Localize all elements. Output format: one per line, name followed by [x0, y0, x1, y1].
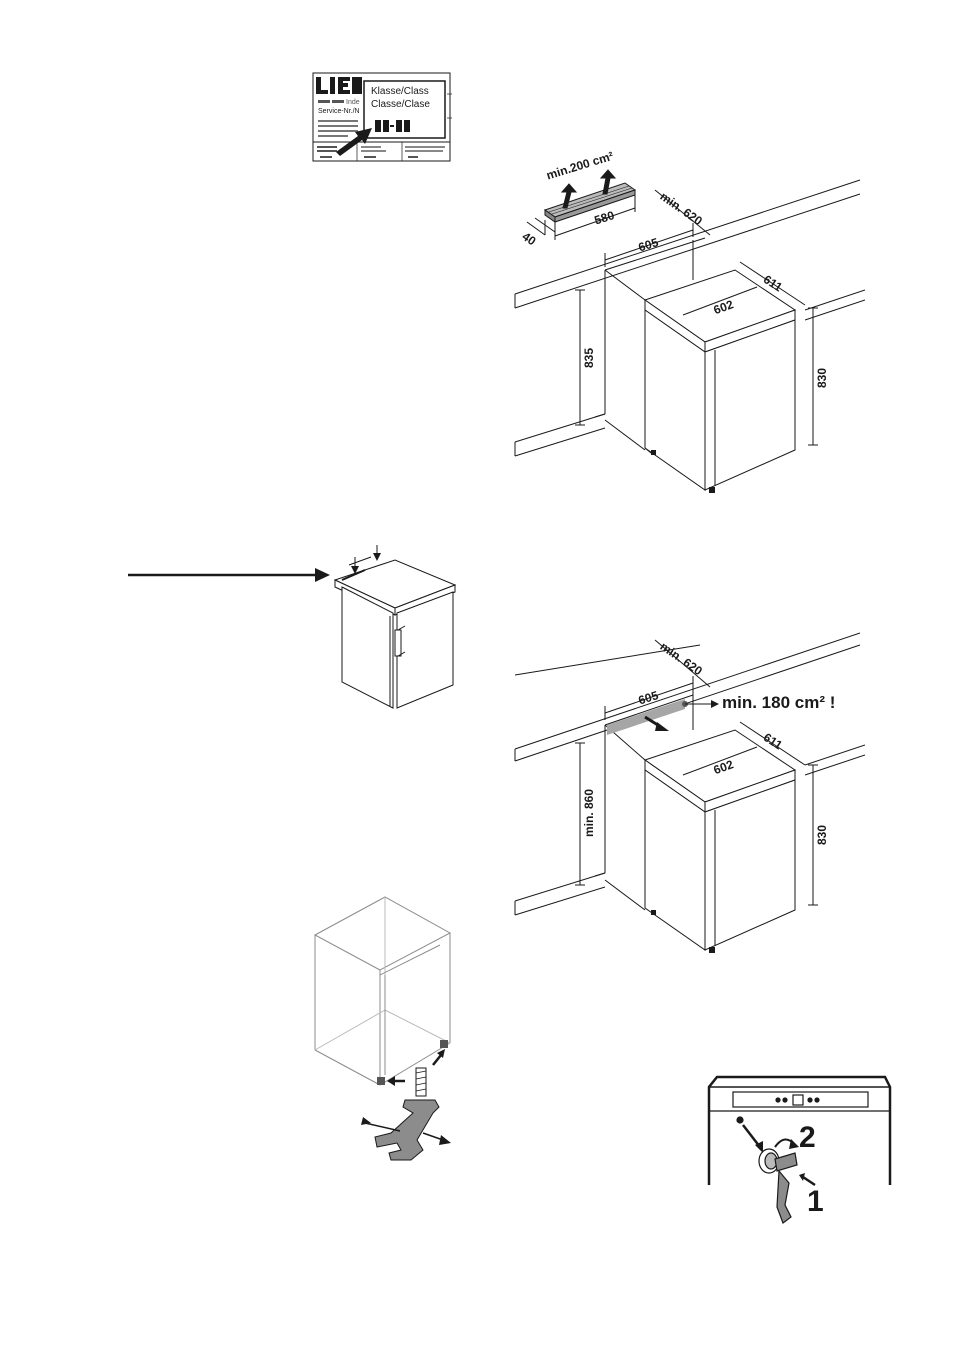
- appliance-top-cover-figure: [125, 540, 465, 720]
- plate-service-fragment: Service-Nr./N: [318, 106, 360, 118]
- vent-area-label-front: min. 180 cm² !: [722, 694, 835, 711]
- plate-class-line2: Classe/Clase: [371, 99, 430, 111]
- appliance-height-label-top: 830: [816, 368, 828, 388]
- door-lock-drawing: [705, 1075, 895, 1235]
- installation-diagram-front-vent: min. 620 605 min. 180 cm² ! 611 602 min.…: [505, 625, 865, 960]
- installation-drawing-front: [505, 625, 865, 960]
- levelling-feet-drawing: [305, 895, 465, 1170]
- rating-plate-figure: Klasse/Class Classe/Clase Inde Service-N…: [310, 70, 452, 166]
- appliance-top-cover-drawing: [125, 540, 465, 720]
- installation-diagram-top-vent: min.200 cm² 580 40 min. 620 605 611 602 …: [505, 150, 865, 500]
- lock-step-2: 2: [799, 1123, 816, 1153]
- appliance-height-label-front: 830: [816, 825, 828, 845]
- rating-plate-drawing: [310, 70, 452, 166]
- levelling-feet-figure: [305, 895, 465, 1170]
- plate-class-line1: Klasse/Class: [371, 86, 429, 98]
- door-lock-figure: 2 1: [705, 1075, 895, 1235]
- lock-step-1: 1: [807, 1187, 824, 1217]
- niche-height-label-top: 835: [583, 348, 595, 368]
- niche-height-label-front: min. 860: [583, 789, 595, 837]
